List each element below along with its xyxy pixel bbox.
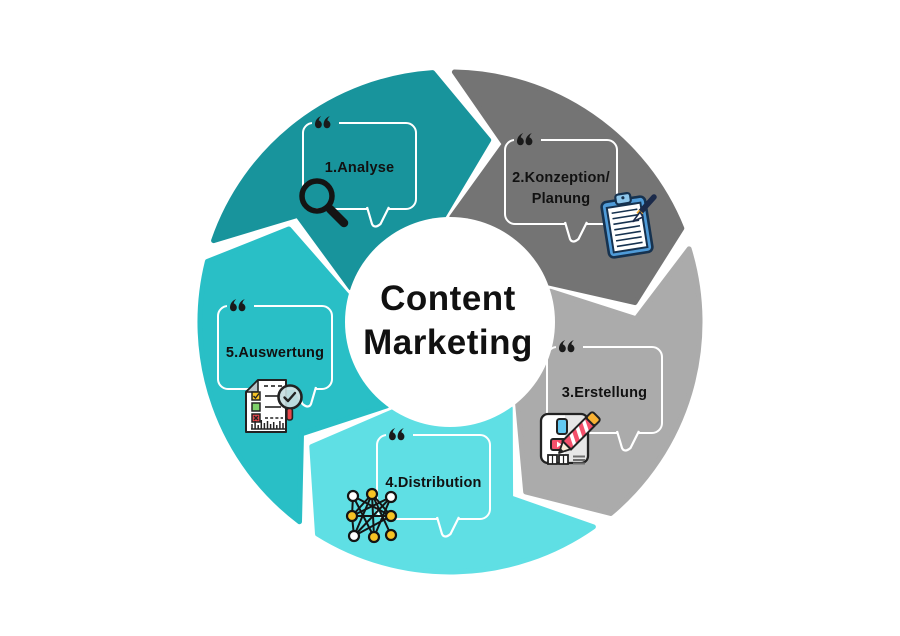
segment-distribution: 4.Distribution	[309, 405, 596, 575]
speech-bubble-outline	[376, 434, 491, 520]
opening-double-quote-icon	[315, 116, 331, 129]
segment-label: 5.Auswertung	[226, 345, 324, 361]
opening-double-quote-icon	[517, 133, 533, 146]
diagram-title-line2: Marketing	[363, 323, 533, 362]
speech-bubble-tail	[615, 430, 640, 452]
speech-bubble-tail	[365, 206, 390, 228]
magnifier-icon	[299, 178, 349, 228]
speech-bubble-distribution: 4.Distribution	[376, 426, 491, 538]
segment-label: 3.Erstellung	[562, 385, 647, 401]
segments-layer: 1.Analyse 2.Konzeption/Planung	[197, 69, 703, 575]
speech-bubble-tail	[435, 516, 460, 538]
segment-analyse: 1.Analyse	[211, 70, 492, 291]
clipboard-pen-icon	[600, 191, 657, 259]
content-pencil-icon	[539, 411, 601, 465]
opening-double-quote-icon	[389, 428, 405, 441]
segment-label: 2.Konzeption/	[512, 170, 610, 186]
speech-bubble-erstellung: 3.Erstellung	[546, 338, 663, 452]
segment-label: 4.Distribution	[385, 475, 481, 491]
segment-label: 1.Analyse	[325, 160, 395, 176]
speech-bubble-outline	[504, 139, 618, 225]
speech-bubble-analyse: 1.Analyse	[302, 114, 417, 228]
opening-double-quote-icon	[230, 299, 246, 312]
speech-bubble-tail	[563, 221, 588, 243]
speech-bubble-konzeption-planung: 2.Konzeption/Planung	[504, 131, 618, 243]
opening-double-quote-icon	[559, 340, 575, 353]
diagram-title-line1: Content	[380, 279, 516, 318]
segment-label: Planung	[532, 191, 591, 207]
center-circle	[345, 217, 555, 427]
speech-bubble-outline	[546, 346, 663, 434]
segment-erstellung: 3.Erstellung	[515, 246, 703, 516]
network-icon	[345, 487, 398, 544]
speech-bubble-outline	[302, 122, 417, 210]
report-check-icon	[245, 379, 303, 433]
